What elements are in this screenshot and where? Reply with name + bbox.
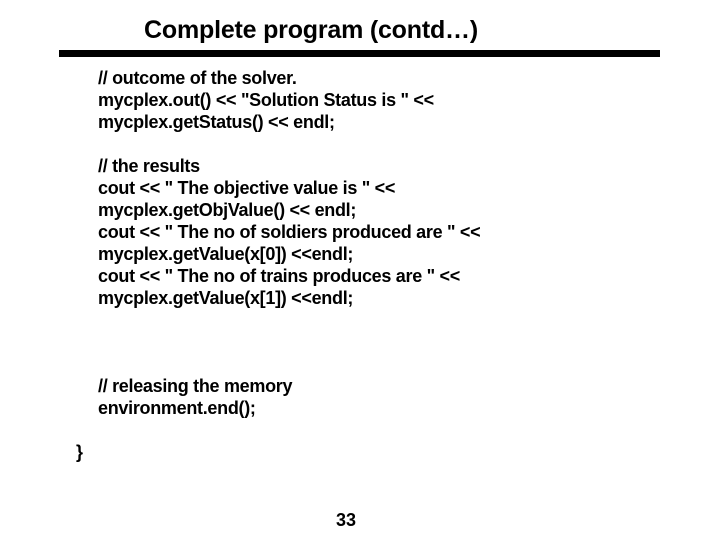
code-line: mycplex.out() << "Solution Status is " <… — [98, 90, 434, 110]
code-line: cout << " The no of soldiers produced ar… — [98, 222, 481, 242]
code-line: environment.end(); — [98, 398, 256, 418]
code-line — [98, 331, 710, 353]
title-underline-rule — [59, 50, 660, 57]
code-line: // the results — [98, 156, 200, 176]
code-line — [98, 419, 710, 441]
code-line: mycplex.getStatus() << endl; — [98, 112, 335, 132]
code-line: // outcome of the solver. — [98, 68, 297, 88]
code-block: // outcome of the solver.mycplex.out() <… — [76, 67, 710, 463]
code-line: // releasing the memory — [98, 376, 293, 396]
code-line — [98, 133, 710, 155]
code-line: cout << " The objective value is " << — [98, 178, 396, 198]
page-number: 33 — [335, 510, 357, 530]
code-line: mycplex.getObjValue() << endl; — [98, 200, 357, 220]
code-line: cout << " The no of trains produces are … — [98, 266, 460, 286]
slide-title: Complete program (contd…) — [144, 16, 478, 44]
code-line — [98, 309, 710, 331]
code-line: mycplex.getValue(x[0]) <<endl; — [98, 244, 354, 264]
code-line: } — [76, 442, 83, 462]
code-line: mycplex.getValue(x[1]) <<endl; — [98, 288, 354, 308]
code-line — [98, 353, 710, 375]
